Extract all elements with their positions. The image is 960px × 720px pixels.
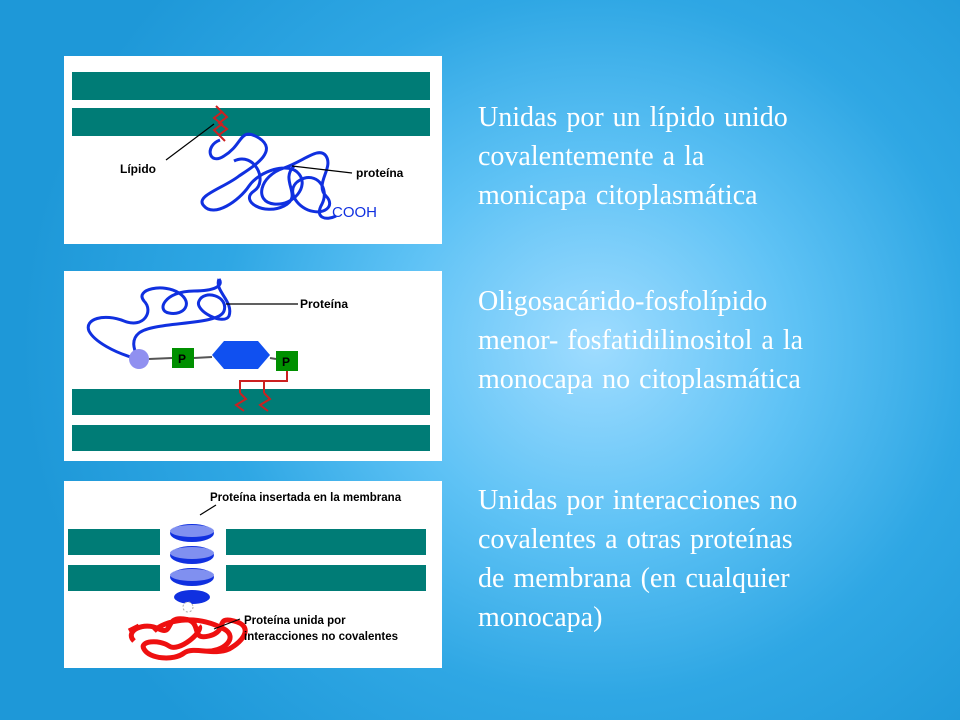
membrane-inner-layer-left [68,565,160,591]
phosphate-2 [276,351,298,371]
bound-protein-label-line2: interacciones no covalentes [244,631,398,643]
lipid-chain-2 [217,110,229,142]
caption-peripheral: Unidas por interacciones no covalentes a… [478,485,798,633]
membrane-outer-layer-left [68,529,160,555]
protein-chain-loop [233,157,296,211]
cooh-terminus-label: COOH [332,204,377,221]
membrane-inner-layer-right [226,565,426,591]
phosphate-1 [172,348,194,368]
linker [148,357,173,360]
caption-gpi-anchored: Oligosacárido-fosfolípido menor- fosfati… [478,286,804,395]
inositol-ring [212,341,270,369]
protein-label: proteína [356,166,404,180]
protein-label-line [291,165,353,174]
protein-chain [200,132,337,220]
membrane-inner-layer [72,425,430,451]
caption-lipid-anchored: Unidas por un lípido unido covalentement… [478,102,788,211]
transmembrane-helix [170,524,214,604]
phosphate-1-label: P [178,352,186,366]
protein-label: Proteína [300,297,348,311]
inserted-protein-label-line [199,504,217,516]
lipid-label: Lípido [120,162,156,176]
membrane-outer-layer [72,72,430,100]
linker [193,356,213,359]
sugar-residue [129,349,149,369]
diagram-panel-peripheral: Proteína insertada en la membrana Proteí… [64,481,442,668]
bound-protein-label-line1: Proteína unida por [244,615,346,627]
diagram-panel-lipid-anchored: Lípido proteína COOH [64,56,442,244]
membrane-outer-layer-right [226,529,426,555]
membrane-outer-layer [72,389,430,415]
lipid-chain-1 [234,392,248,412]
lipid-stem-right [263,380,287,393]
lipid-chain-2 [258,392,272,412]
gpi-anchored-diagram: P P Proteína [72,278,430,451]
bound-protein-label-line [213,618,241,630]
peripheral-protein-diagram: Proteína insertada en la membrana Proteí… [68,492,426,661]
lipid-label-line [165,123,215,161]
linker [269,357,277,360]
inserted-protein-label: Proteína insertada en la membrana [210,492,402,504]
phosphate-2-label: P [282,355,290,369]
lipid-anchored-diagram: Lípido proteína COOH [72,72,430,221]
diagram-panel-gpi-anchored: P P Proteína [64,271,442,461]
contact-point [182,601,194,613]
protein-chain [86,278,232,361]
peripheral-protein-chain [127,616,248,661]
membrane-inner-layer [72,108,430,136]
